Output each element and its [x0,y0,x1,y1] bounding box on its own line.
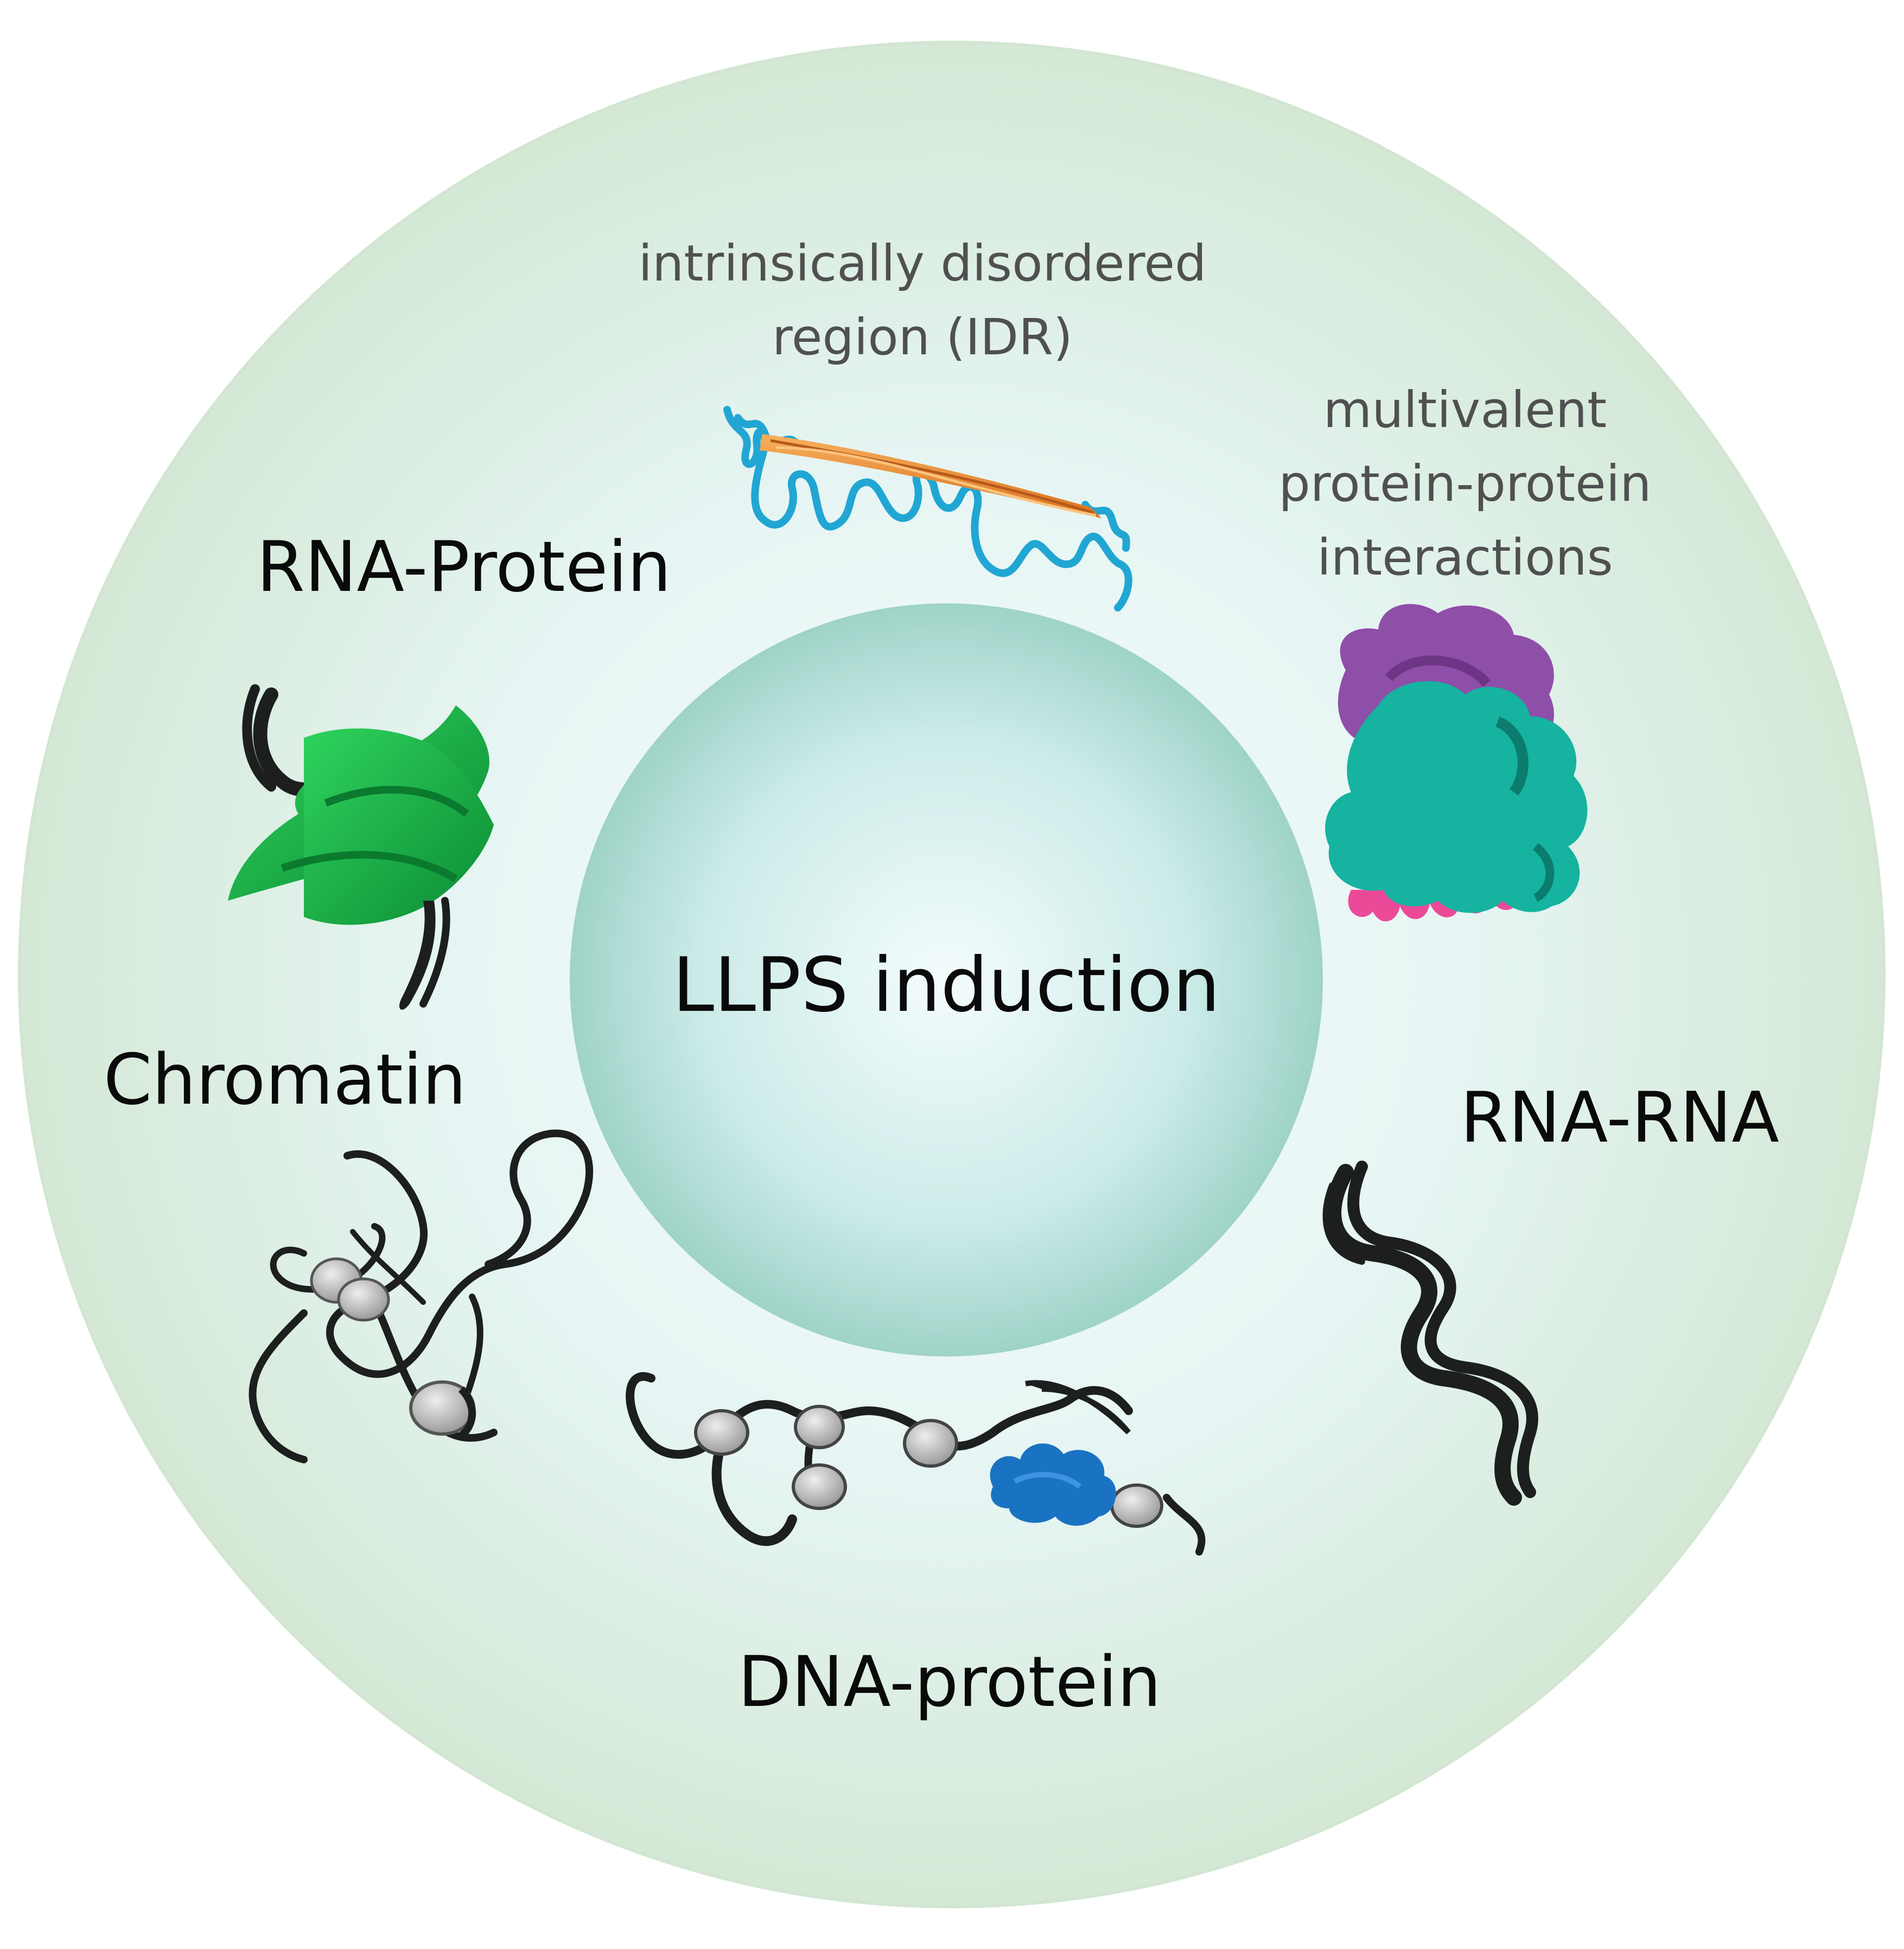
multivalent-label-line-3: interactions [1317,528,1613,587]
center-label: LLPS induction [672,941,1220,1029]
llps-droplet [570,603,1323,1356]
chromatin-label: Chromatin [103,1040,467,1120]
idr-helix-icon [723,406,1132,612]
idr-label-line-2: region (IDR) [772,308,1073,367]
multivalent-label-line-1: multivalent [1323,381,1607,439]
rna-protein-label: RNA-Protein [256,527,672,608]
multivalent-label: multivalent protein-protein interactions [1205,373,1725,595]
idr-label-line-1: intrinsically disordered [638,234,1207,292]
multivalent-label-line-2: protein-protein [1278,455,1652,513]
rna-protein-complex-icon [228,684,494,1010]
dna-protein-label: DNA-protein [737,1642,1162,1723]
rna-duplex-icon [1322,1161,1538,1506]
nucleosome-dna-icon [626,1372,1206,1556]
protein-complex-icon [1325,604,1588,922]
idr-label: intrinsically disordered region (IDR) [553,227,1291,374]
chromatin-nucleosomes [310,1257,476,1441]
rna-rna-label: RNA-RNA [1460,1078,1779,1158]
